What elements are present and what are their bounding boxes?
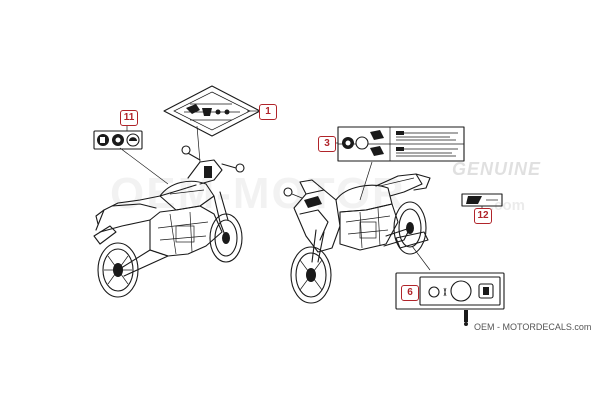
credit-mark-icon — [464, 310, 468, 326]
fuel-gauge-icon — [478, 283, 494, 299]
label-diamond-plate — [163, 85, 261, 137]
callout-6: 6 — [401, 285, 419, 301]
oil-icon — [112, 134, 124, 146]
label-panel-6 — [395, 272, 505, 310]
callout-12: 12 — [474, 208, 492, 224]
helmet-icon — [126, 133, 140, 147]
label-strip-12 — [461, 193, 503, 207]
motorcycle-front-view — [283, 173, 431, 304]
motorcycle-rear-view — [93, 145, 245, 298]
tire-pressure-icon — [342, 137, 354, 149]
callout-1: 1 — [259, 104, 277, 120]
label-info-3 — [337, 126, 465, 162]
watermark-genuine: GENUINE — [452, 159, 542, 179]
callout-3: 3 — [318, 136, 336, 152]
leader-line-1 — [196, 125, 201, 163]
label-icons-11 — [93, 130, 143, 150]
leader-line-3 — [359, 161, 373, 201]
leader-line-6 — [411, 245, 431, 271]
watermark-suffix: .com — [490, 197, 526, 214]
watermark-main: OEM-MOTOR — [110, 169, 406, 218]
credit-text: OEM - MOTORDECALS.com — [474, 322, 592, 332]
callout-11: 11 — [120, 110, 138, 126]
leader-line-11 — [119, 147, 169, 185]
fuel-icon — [97, 134, 109, 146]
